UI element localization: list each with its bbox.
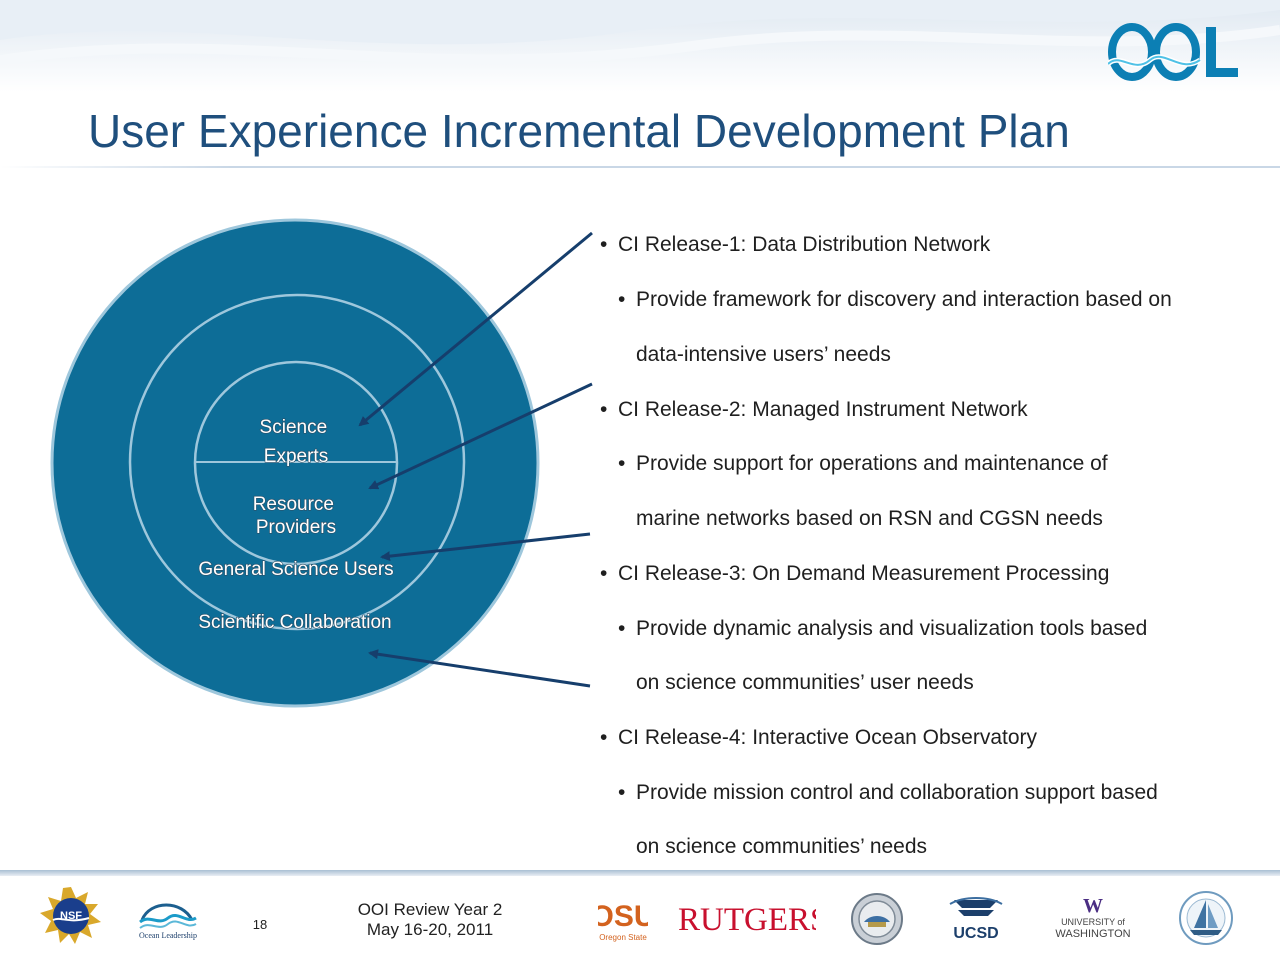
rutgers-logo-text: RUTGERS [678, 902, 816, 938]
title-divider [0, 166, 1280, 168]
page-number: 18 [252, 917, 268, 932]
uw-logo-letter: W [1083, 895, 1103, 917]
review-title: OOI Review Year 2 [357, 900, 503, 919]
review-caption: OOI Review Year 2 May 16-20, 2011 [330, 900, 530, 940]
seal-logo [851, 893, 903, 945]
rutgers-logo: RUTGERS [678, 902, 816, 938]
arrow-release-1 [358, 231, 593, 427]
uw-logo: W UNIVERSITY of WASHINGTON [1055, 895, 1130, 940]
arrow-release-3 [380, 532, 591, 562]
arrow-release-2 [368, 382, 593, 490]
ocean-leadership-logo-text: Ocean Leadership [139, 931, 197, 940]
header-wave-graphic [0, 0, 1280, 65]
ooi-logo [1108, 23, 1238, 81]
nsf-logo-text: NSF [60, 910, 82, 922]
label-scientific-collaboration: Scientific Collaboration [198, 612, 391, 633]
ucsd-logo: UCSD [949, 897, 1003, 942]
review-dates: May 16-20, 2011 [366, 920, 494, 939]
whoi-logo [1179, 891, 1233, 945]
label-resource-providers: Resource Providers [253, 494, 340, 538]
uw-logo-subtext2: WASHINGTON [1055, 928, 1130, 940]
label-general-science-users: General Science Users [198, 559, 393, 580]
uw-logo-subtext: UNIVERSITY of [1061, 917, 1125, 927]
page-title: User Experience Incremental Development … [88, 105, 1070, 157]
osu-logo: OSU Oregon State [598, 900, 648, 942]
ucsd-logo-text: UCSD [953, 925, 998, 942]
footer-divider [0, 870, 1280, 876]
label-science-experts: Science Experts [260, 417, 333, 467]
osu-logo-text: OSU [598, 900, 648, 933]
user-rings-diagram: Science Experts Resource Providers Gener… [50, 218, 593, 708]
osu-logo-subtext: Oregon State [599, 933, 647, 942]
ocean-leadership-logo: Ocean Leadership [139, 903, 197, 940]
nsf-logo: NSF [40, 887, 101, 944]
arrow-release-4 [368, 649, 591, 688]
footer [0, 876, 1280, 960]
